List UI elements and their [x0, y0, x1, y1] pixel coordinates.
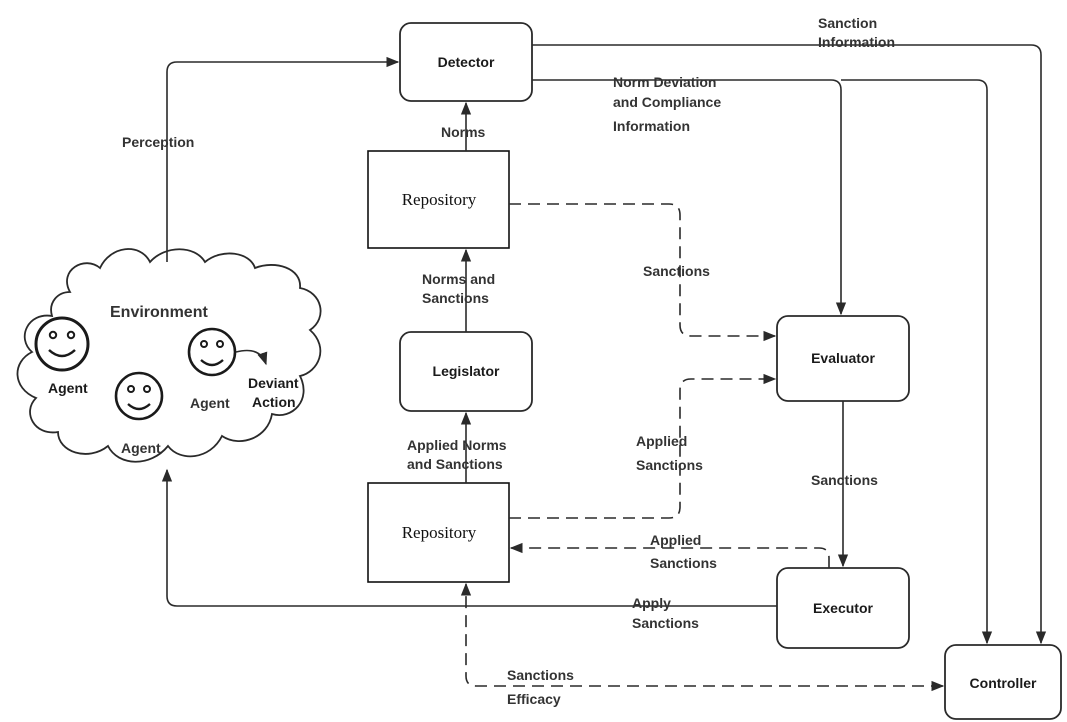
repository-top-label: Repository — [402, 190, 477, 209]
norms-and-sanctions-label-2: Sanctions — [422, 290, 489, 306]
legislator-label: Legislator — [433, 363, 500, 379]
deviant-action-label-1: Deviant — [248, 375, 299, 391]
applied-sanctions-b-label-1: Applied — [650, 532, 701, 548]
norm-deviation-label-3: Information — [613, 118, 690, 134]
perception-label: Perception — [122, 134, 194, 150]
norms-label: Norms — [441, 124, 486, 140]
sanctions-efficacy-dashed-arrow — [460, 582, 945, 692]
repository-bottom-box: Repository — [367, 482, 510, 583]
agent-middle-label: Agent — [121, 440, 161, 456]
agent-right-label: Agent — [190, 395, 230, 411]
deviant-action-curved-arrow — [235, 349, 268, 366]
applied-sanctions-to-repository-dashed-arrow — [509, 542, 830, 568]
applied-norms-label-1: Applied Norms — [407, 437, 507, 453]
applied-sanctions-b-label-2: Sanctions — [650, 555, 717, 571]
legislator-box: Legislator — [399, 331, 533, 412]
smiley-agent-right-icon — [187, 327, 237, 377]
controller-label: Controller — [970, 675, 1037, 691]
sanctions-from-evaluator-label: Sanctions — [811, 472, 878, 488]
norm-deviation-label-2: and Compliance — [613, 94, 721, 110]
smiley-agent-middle-icon — [114, 371, 164, 421]
repository-top-box: Repository — [367, 150, 510, 249]
sanctions-from-repository-label: Sanctions — [643, 263, 710, 279]
perception-arrow — [166, 56, 400, 262]
detector-label: Detector — [438, 54, 495, 70]
controller-box: Controller — [944, 644, 1062, 720]
applied-norms-label-2: and Sanctions — [407, 456, 503, 472]
apply-sanctions-label-2: Sanctions — [632, 615, 699, 631]
evaluator-box: Evaluator — [776, 315, 910, 402]
deviation-information-to-controller-arrow — [841, 79, 993, 645]
deviation-information-to-evaluator-arrow — [532, 79, 847, 316]
smiley-agent-left-icon — [34, 316, 90, 372]
repository-bottom-label: Repository — [402, 523, 477, 542]
apply-sanctions-arrow — [161, 468, 777, 607]
applied-sanctions-a-label-1: Applied — [636, 433, 687, 449]
sanctions-efficacy-label-1: Sanctions — [507, 667, 574, 683]
applied-sanctions-to-evaluator-dashed-arrow — [509, 373, 777, 519]
environment-title: Environment — [110, 304, 208, 321]
detector-box: Detector — [399, 22, 533, 102]
sanction-information-label-2: Information — [818, 34, 895, 50]
norms-and-sanctions-label-1: Norms and — [422, 271, 495, 287]
executor-box: Executor — [776, 567, 910, 649]
sanction-information-label-1: Sanction — [818, 15, 877, 31]
environment-cloud — [16, 248, 322, 463]
deviant-action-label-2: Action — [252, 394, 296, 410]
sanctions-efficacy-label-2: Efficacy — [507, 691, 561, 707]
repository-sanctions-dashed-arrow — [509, 203, 777, 342]
sanction-information-arrow — [532, 44, 1047, 645]
norm-deviation-label-1: Norm Deviation — [613, 74, 716, 90]
apply-sanctions-label-1: Apply — [632, 595, 671, 611]
applied-sanctions-a-label-2: Sanctions — [636, 457, 703, 473]
evaluator-label: Evaluator — [811, 350, 875, 366]
agent-left-label: Agent — [48, 380, 88, 396]
executor-label: Executor — [813, 600, 873, 616]
